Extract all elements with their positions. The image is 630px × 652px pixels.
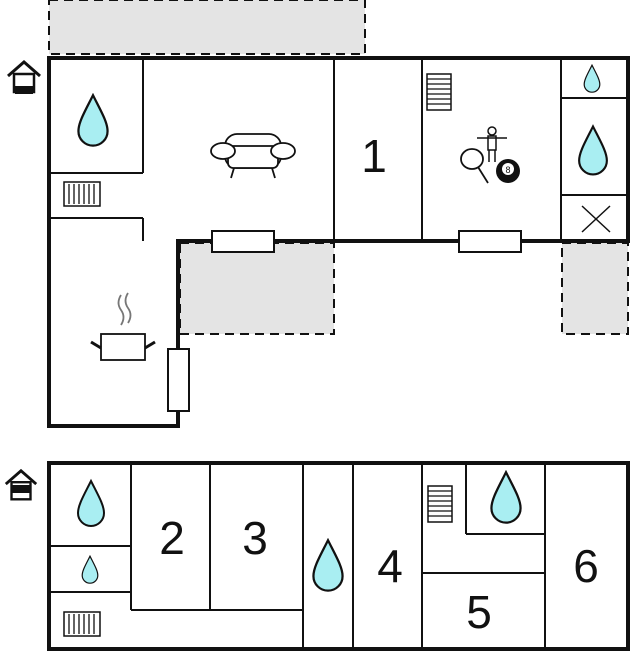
cooking-pot-icon [90,292,156,361]
room-number-1: 1 [361,130,387,182]
window [211,230,275,253]
house-floor-upper-icon-fill [15,86,33,94]
room-number-3: 3 [242,512,268,564]
billiard-ball-number: 8 [505,165,510,175]
interior-walls [49,58,628,241]
radiator-icon [63,611,101,637]
upper-floor: 8 1 [6,0,630,428]
terrace-area [179,242,335,335]
outer-wall [47,56,630,428]
room-number-4: 4 [377,540,403,592]
room-number-5: 5 [466,586,492,638]
ground-floor: 2 3 4 5 6 [4,461,630,651]
billiard-ball-icon: 8 [496,159,520,183]
stairs-icon [427,485,453,523]
table-tennis-icon [460,148,489,184]
window [167,348,190,412]
house-floor-ground-icon-fill [12,485,30,493]
terrace-area [48,0,366,55]
foosball-icon [477,126,507,162]
room-number-2: 2 [159,512,185,564]
sofa-icon [210,133,296,179]
window [458,230,522,253]
outer-wall [47,461,630,651]
interior-walls [49,463,546,649]
room-number-6: 6 [573,540,599,592]
radiator-icon [63,181,101,207]
stairs-icon [426,73,452,111]
x-mark-icon [581,205,611,233]
terrace-area [561,242,629,335]
